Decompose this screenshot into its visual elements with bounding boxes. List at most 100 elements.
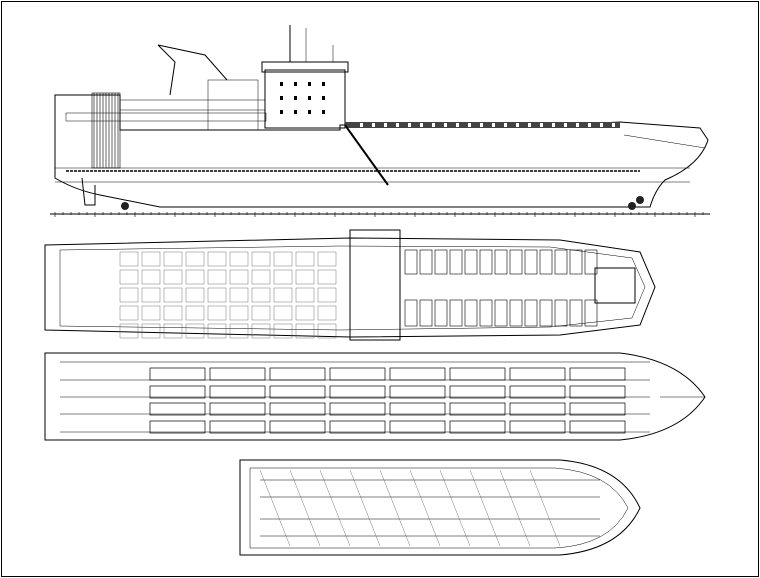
window bbox=[576, 123, 579, 127]
lower-hold-plan bbox=[239, 459, 641, 556]
seat-block bbox=[419, 249, 433, 275]
bridge-window bbox=[294, 82, 297, 86]
vehicle-bay bbox=[449, 420, 506, 434]
window bbox=[408, 123, 411, 127]
cabin bbox=[119, 269, 139, 285]
vehicle-bay bbox=[269, 402, 326, 416]
cabin bbox=[185, 305, 205, 321]
seat-block bbox=[494, 249, 508, 275]
window bbox=[540, 123, 543, 127]
window bbox=[504, 123, 507, 127]
cabin bbox=[163, 287, 183, 303]
bracing bbox=[259, 469, 291, 547]
midship-lobby bbox=[349, 229, 401, 341]
bow-visor-line bbox=[623, 134, 706, 149]
window bbox=[600, 123, 603, 127]
seat-block bbox=[449, 249, 463, 275]
seat-block bbox=[464, 299, 478, 327]
cabin bbox=[163, 269, 183, 285]
bracing bbox=[319, 469, 351, 547]
cabin bbox=[141, 305, 161, 321]
promenade-deck bbox=[65, 112, 267, 122]
window bbox=[588, 123, 591, 127]
seat-block bbox=[584, 249, 598, 275]
vehicle-bay bbox=[569, 385, 626, 399]
window bbox=[360, 123, 363, 127]
ship-profile-view bbox=[50, 25, 710, 217]
window bbox=[396, 123, 399, 127]
cabin bbox=[317, 323, 337, 339]
cabin bbox=[163, 323, 183, 339]
vehicle-bay bbox=[509, 385, 566, 399]
seat-block bbox=[554, 249, 568, 275]
bridge-window bbox=[308, 82, 311, 86]
vehicle-bay bbox=[209, 385, 266, 399]
propeller-icon bbox=[121, 202, 129, 210]
window bbox=[384, 123, 387, 127]
vehicle-bay bbox=[569, 367, 626, 381]
cabin bbox=[295, 251, 315, 267]
vehicle-bay bbox=[449, 367, 506, 381]
cabin bbox=[317, 305, 337, 321]
cabin bbox=[273, 305, 293, 321]
seat-block bbox=[479, 299, 493, 327]
vehicle-bay bbox=[149, 420, 206, 434]
cabin bbox=[163, 305, 183, 321]
vehicle-bay bbox=[449, 402, 506, 416]
crane-structure bbox=[207, 79, 259, 131]
cabin bbox=[229, 305, 249, 321]
cabin bbox=[185, 323, 205, 339]
window bbox=[420, 123, 423, 127]
seat-block bbox=[569, 299, 583, 327]
deck-outline bbox=[44, 237, 656, 338]
vehicle-bay bbox=[509, 367, 566, 381]
seat-block bbox=[494, 299, 508, 327]
cabin bbox=[251, 323, 271, 339]
seat-block bbox=[464, 249, 478, 275]
seat-block bbox=[539, 299, 553, 327]
cabin bbox=[207, 287, 227, 303]
window bbox=[492, 123, 495, 127]
cabin bbox=[295, 323, 315, 339]
vehicle-bay bbox=[209, 402, 266, 416]
bridge-window bbox=[280, 96, 283, 100]
vehicle-bay bbox=[389, 402, 446, 416]
cabin bbox=[163, 251, 183, 267]
vehicle-bay bbox=[329, 420, 386, 434]
vehicle-bay bbox=[329, 402, 386, 416]
bracing bbox=[469, 469, 501, 547]
bracing bbox=[439, 469, 471, 547]
vehicle-bay bbox=[329, 385, 386, 399]
bridge-window bbox=[280, 82, 283, 86]
vehicle-bay bbox=[269, 385, 326, 399]
window bbox=[456, 123, 459, 127]
vehicle-bay bbox=[149, 385, 206, 399]
window bbox=[432, 123, 435, 127]
window bbox=[480, 123, 483, 127]
seat-block bbox=[524, 249, 538, 275]
seat-block bbox=[419, 299, 433, 327]
bridge-window bbox=[322, 82, 325, 86]
cabin bbox=[317, 287, 337, 303]
bridge-window bbox=[294, 96, 297, 100]
seat-block bbox=[404, 299, 418, 327]
seat-block bbox=[479, 249, 493, 275]
cabin bbox=[119, 251, 139, 267]
bracing bbox=[529, 469, 561, 547]
cabin bbox=[229, 287, 249, 303]
bridge-deckhouse bbox=[264, 69, 346, 129]
bridge-window bbox=[322, 110, 325, 114]
seat-block bbox=[524, 299, 538, 327]
seat-block bbox=[554, 299, 568, 327]
seat-block bbox=[539, 249, 553, 275]
cabin bbox=[273, 323, 293, 339]
vehicle-bay bbox=[149, 367, 206, 381]
vehicle-bay bbox=[149, 402, 206, 416]
inner-bulkhead bbox=[59, 245, 646, 331]
bracing bbox=[289, 469, 321, 547]
bow-thruster-icon-2 bbox=[636, 196, 644, 204]
seat-block bbox=[434, 299, 448, 327]
seat-block bbox=[449, 299, 463, 327]
cabin bbox=[251, 251, 271, 267]
